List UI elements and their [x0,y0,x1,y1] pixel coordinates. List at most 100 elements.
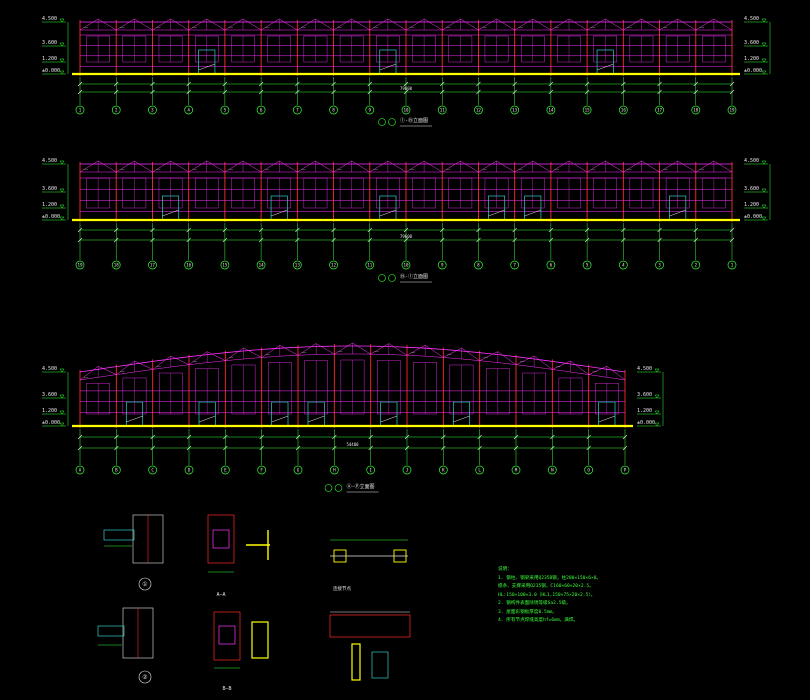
axis-bubble [365,260,375,270]
dim-tick [584,227,590,233]
level-triangle [761,188,767,193]
axis-bubble [329,260,338,270]
truss-member [423,160,443,173]
corner-plate [371,651,389,679]
axis-label: 14 [259,263,265,268]
dim-tick [295,445,301,451]
dim-tick [512,81,517,87]
bay-tag: —— [120,370,125,374]
total-dimension: 79600 [400,234,413,239]
bay-tag: —— [555,167,560,171]
axis-bubble [148,105,157,115]
truss-member [461,347,480,361]
level-mark: 4.500 [42,16,58,22]
truss-member [351,18,370,31]
dim-tick [222,227,228,233]
bay-tag: —— [156,25,161,29]
axis-bubble [148,465,158,475]
elevation-1 [42,18,771,127]
truss-member [243,347,262,358]
level-triangle [654,368,660,373]
level-mark: 1.200 [744,56,760,62]
truss-member [369,160,389,173]
level-triangle [59,216,65,221]
truss-member [713,160,733,173]
dim-tick [404,445,410,451]
dim-tick [295,89,300,95]
bay-tag: —— [700,25,705,29]
axis-label: 19 [729,108,735,113]
level-mark: 1.200 [744,202,760,208]
dim-tick [258,89,264,95]
axis-bubble [727,260,737,270]
truss-member [279,18,298,31]
truss-member [188,351,208,365]
bay-tag: —— [301,167,306,171]
truss-member [423,18,443,31]
axis-bubble [582,105,592,115]
truss-member [297,343,317,356]
dim-tick [548,227,554,233]
truss-member [116,360,135,375]
truss-member [659,160,678,173]
axis-label: 19 [77,263,83,268]
dim-tick [186,434,192,440]
axis-bubble [111,105,121,115]
detail-label-1: ① [142,581,147,588]
axis-bubble [401,260,411,270]
level-triangle [59,58,65,63]
axis-label: L [478,468,481,473]
dim-tick [440,81,445,87]
level-mark: ±0.000 [42,420,61,426]
level-triangle [59,42,65,47]
axis-label: 7 [513,263,516,268]
truss-member [315,160,334,173]
axis-bubble [474,105,483,115]
level-triangle [654,394,660,399]
dim-tick [403,89,409,95]
bay-tag: —— [265,167,270,171]
door-ramp [126,415,143,423]
axis-bubble [546,260,556,270]
truss-member [152,355,171,370]
dim-tick [584,237,590,243]
truss-member [387,18,407,31]
level-triangle [59,160,65,165]
axis-label: F [260,468,263,473]
bay-tag: —— [555,25,560,29]
axis-bubble [584,465,594,475]
axis-label: 8 [477,263,480,268]
truss-member [261,345,280,358]
dim-tick [403,237,409,243]
bay-tag: —— [663,25,668,29]
title-bubble [388,118,396,126]
level-mark: ±0.000 [744,214,763,220]
bay-tag: —— [193,25,198,29]
truss-member [152,160,171,173]
level-triangle [761,160,767,165]
axis-label: 16 [186,263,192,268]
truss-member [79,366,99,381]
bay-tag: —— [591,25,596,29]
truss-member [79,18,99,31]
truss-member [224,160,244,173]
dim-tick [621,89,626,95]
door-ramp [379,63,397,71]
truss-member [370,343,389,355]
axis-bubble [691,105,701,115]
truss-member [623,18,642,31]
dim-tick [331,237,336,243]
level-mark: 4.500 [744,158,760,164]
door-ramp [198,415,216,423]
truss-member [79,160,99,173]
dim-tick [477,445,482,451]
axis-bubble [292,105,302,115]
axis-label: 1 [79,108,82,113]
axis-bubble [727,105,737,115]
bay-tag: —— [338,349,343,353]
axis-bubble [75,260,85,270]
dim-tick [295,81,300,87]
axis-label: 13 [512,108,518,113]
dim-tick [223,434,228,440]
flange-plate [213,611,241,661]
